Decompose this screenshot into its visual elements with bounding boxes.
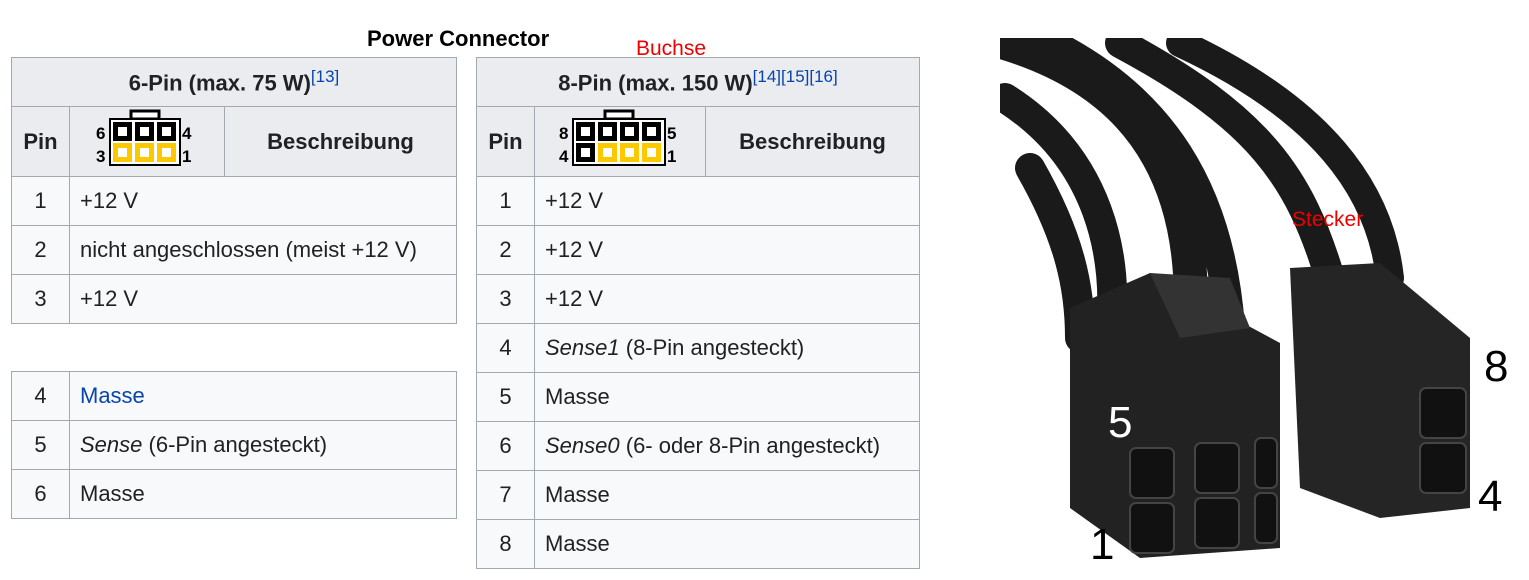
signal-name: Sense: [80, 432, 143, 457]
table-row: 1 +12 V: [476, 176, 920, 226]
description-column-header: Beschreibung: [224, 106, 457, 177]
svg-text:1: 1: [667, 147, 676, 166]
description-text: Masse: [80, 481, 145, 506]
photo-pin-label-8: 8: [1484, 342, 1509, 391]
six-pin-heading: 6-Pin (max. 75 W)[13]: [11, 57, 457, 107]
photo-pin-label-1: 1: [1090, 520, 1115, 569]
connector-photo: [1000, 38, 1470, 558]
svg-text:3: 3: [96, 147, 105, 166]
signal-name: Sense0: [545, 433, 620, 458]
pin-number: 6: [476, 421, 535, 471]
description-text: Masse: [545, 482, 610, 507]
pin-number: 1: [11, 176, 70, 226]
description-text: (6- oder 8-Pin angesteckt): [619, 433, 881, 458]
pin-number: 2: [11, 225, 70, 275]
description-column-header: Beschreibung: [705, 106, 920, 177]
svg-text:4: 4: [182, 124, 192, 143]
pin-description: Masse: [69, 469, 457, 519]
pin-number: 4: [476, 323, 535, 373]
pin-number: 7: [476, 470, 535, 520]
pin-description: +12 V: [69, 274, 457, 324]
pin-number: 6: [11, 469, 70, 519]
description-text: +12 V: [80, 188, 139, 213]
svg-text:5: 5: [667, 124, 676, 143]
pin-number: 2: [476, 225, 535, 275]
page-title: Power Connector: [367, 26, 550, 51]
stecker-annotation: Stecker: [1292, 208, 1364, 231]
pin-number: 8: [476, 519, 535, 569]
reference-link[interactable]: [14][15][16]: [752, 67, 838, 87]
description-text: +12 V: [545, 188, 604, 213]
table-row: 3 +12 V: [11, 274, 457, 324]
signal-name: Sense1: [545, 335, 620, 360]
table-row: 5 Masse: [476, 372, 920, 422]
pin-description: nicht angeschlossen (meist +12 V): [69, 225, 457, 275]
buchse-annotation: Buchse: [636, 37, 707, 60]
table-row: 7 Masse: [476, 470, 920, 520]
pin-description: Masse: [534, 470, 920, 520]
pin-description: Sense (6-Pin angesteckt): [69, 420, 457, 470]
description-text: +12 V: [545, 237, 604, 262]
pin-description: Masse: [534, 372, 920, 422]
pin-description: +12 V: [69, 176, 457, 226]
pin-column-header: Pin: [11, 106, 70, 177]
masse-link[interactable]: Masse: [80, 383, 145, 408]
description-text: nicht angeschlossen (meist +12 V): [80, 237, 417, 262]
eight-pin-heading: 8-Pin (max. 150 W)[14][15][16]: [476, 57, 920, 107]
pin-number: 1: [476, 176, 535, 226]
pin-number: 3: [11, 274, 70, 324]
connector-diagram: 8 5 4 1: [534, 106, 706, 177]
svg-text:4: 4: [559, 147, 569, 166]
pin-description: +12 V: [534, 225, 920, 275]
table-row: 4 Masse: [11, 371, 457, 421]
pin-description: Sense0 (6- oder 8-Pin angesteckt): [534, 421, 920, 471]
svg-text:8: 8: [559, 124, 568, 143]
description-text: +12 V: [80, 286, 139, 311]
pin-description: Sense1 (8-Pin angesteckt): [534, 323, 920, 373]
table-row: 1 +12 V: [11, 176, 457, 226]
pin-number: 3: [476, 274, 535, 324]
pin-number: 5: [476, 372, 535, 422]
description-text: Masse: [545, 531, 610, 556]
pin-description: +12 V: [534, 176, 920, 226]
description-text: (8-Pin angesteckt): [619, 335, 805, 360]
table-row: 6 Masse: [11, 469, 457, 519]
pin-description: +12 V: [534, 274, 920, 324]
description-text: (6-Pin angesteckt): [142, 432, 328, 457]
table-row: 8 Masse: [476, 519, 920, 569]
photo-pin-label-5: 5: [1108, 398, 1133, 447]
pin-description: Masse: [534, 519, 920, 569]
svg-text:1: 1: [182, 147, 191, 166]
svg-text:6: 6: [96, 124, 105, 143]
description-text: +12 V: [545, 286, 604, 311]
pin-number: 4: [11, 371, 70, 421]
table-row: 2 +12 V: [476, 225, 920, 275]
six-pin-table: 6-Pin (max. 75 W)[13] Pin 6 4 3 1 Beschreib…: [11, 57, 457, 324]
pin-description: Masse: [69, 371, 457, 421]
table-row: 3 +12 V: [476, 274, 920, 324]
connector-diagram: 6 4 3 1: [69, 106, 225, 177]
pin-number: 5: [11, 420, 70, 470]
pin-column-header: Pin: [476, 106, 535, 177]
photo-pin-label-4: 4: [1478, 472, 1503, 521]
reference-link[interactable]: [13]: [310, 67, 340, 87]
description-text: Masse: [545, 384, 610, 409]
table-row: 2 nicht angeschlossen (meist +12 V): [11, 225, 457, 275]
